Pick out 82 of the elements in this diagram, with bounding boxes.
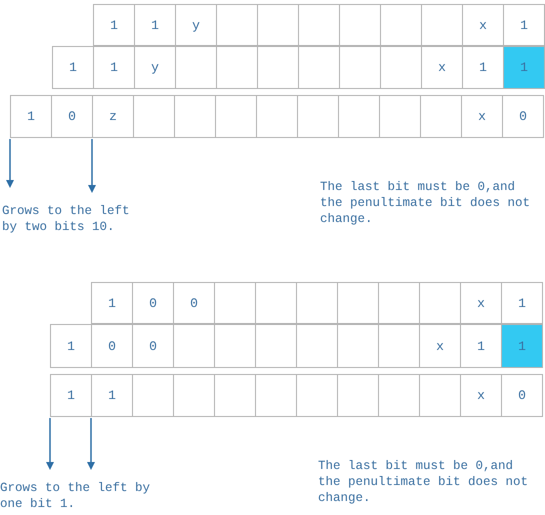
bit-cell xyxy=(93,4,135,46)
bit-value: 1 xyxy=(151,18,159,32)
empty-cell xyxy=(215,95,257,138)
bit-cell xyxy=(91,282,133,324)
bit-value: x xyxy=(436,338,444,354)
bit-value: 1 xyxy=(518,338,526,354)
bit-value: 1 xyxy=(110,18,118,32)
bit-value: 0 xyxy=(149,296,157,310)
bit-cell xyxy=(502,95,544,138)
bit-value: 1 xyxy=(110,60,118,75)
bit-value: x xyxy=(479,18,487,32)
empty-cell xyxy=(174,95,216,138)
bit-cell xyxy=(503,4,545,46)
bit-cell xyxy=(501,324,543,368)
bit-cell xyxy=(173,282,215,324)
bit-value: 1 xyxy=(518,296,526,310)
bit-value: y xyxy=(192,18,200,32)
bit-cell xyxy=(132,282,174,324)
bit-cell xyxy=(421,46,463,89)
empty-cell xyxy=(420,95,462,138)
bit-value: 0 xyxy=(149,338,157,354)
bit-value: 1 xyxy=(477,338,485,354)
bit-value: x xyxy=(478,109,486,124)
bit-value: 1 xyxy=(520,60,528,75)
bit-value: x xyxy=(477,296,485,310)
bit-value: 0 xyxy=(190,296,198,310)
bit-value: 0 xyxy=(518,388,526,403)
bit-cell xyxy=(501,374,543,417)
bit-cell xyxy=(132,324,174,368)
bit-cell xyxy=(503,46,545,89)
bit-cell xyxy=(462,4,504,46)
bit-value: 1 xyxy=(27,109,35,124)
bit-cell xyxy=(419,324,461,368)
bit-cell xyxy=(10,95,52,138)
empty-cell xyxy=(256,95,298,138)
bit-value: y xyxy=(151,60,159,75)
empty-cell xyxy=(132,374,174,417)
note-text: Grows to the left by two bits 10. xyxy=(2,203,131,235)
bit-value: 1 xyxy=(108,296,116,310)
bit-cell xyxy=(92,95,134,138)
bit-cell xyxy=(175,4,217,46)
empty-cell xyxy=(133,95,175,138)
bit-value: 0 xyxy=(68,109,76,124)
empty-cell xyxy=(338,95,380,138)
empty-cell xyxy=(297,95,339,138)
empty-cell xyxy=(173,374,215,417)
empty-cell xyxy=(379,95,421,138)
bit-cell xyxy=(501,282,543,324)
bit-cell xyxy=(91,374,133,417)
empty-cell xyxy=(296,374,338,417)
bit-cell xyxy=(93,46,135,89)
bit-value: 1 xyxy=(69,60,77,75)
bit-cell xyxy=(50,324,92,368)
note-text: The last bit must be 0,and the penultimate bit does not change. xyxy=(320,179,532,227)
empty-cell xyxy=(337,374,379,417)
bit-value: 1 xyxy=(479,60,487,75)
note-text: The last bit must be 0,and the penultimate bit does not change. xyxy=(318,458,530,506)
bit-value: 1 xyxy=(108,388,116,403)
bit-value: 0 xyxy=(108,338,116,354)
note-text: Grows to the left by one bit 1. xyxy=(0,480,152,512)
empty-cell xyxy=(378,374,420,417)
bit-cell xyxy=(50,374,92,417)
bit-cell xyxy=(91,324,133,368)
empty-cell xyxy=(419,374,461,417)
bit-value: z xyxy=(109,109,117,124)
bit-cell xyxy=(462,46,504,89)
bit-cell xyxy=(460,324,502,368)
bit-value: 1 xyxy=(520,18,528,32)
empty-cell xyxy=(214,374,256,417)
bit-cell xyxy=(134,46,176,89)
bit-cell xyxy=(460,282,502,324)
bit-cell xyxy=(52,46,94,89)
bit-value: x xyxy=(477,388,485,403)
bit-cell xyxy=(51,95,93,138)
bit-value: x xyxy=(438,60,446,75)
bit-value: 1 xyxy=(67,338,75,354)
bit-value: 0 xyxy=(519,109,527,124)
bit-value: 1 xyxy=(67,388,75,403)
bit-cell xyxy=(134,4,176,46)
bit-cell xyxy=(461,95,503,138)
empty-cell xyxy=(255,374,297,417)
bit-cell xyxy=(460,374,502,417)
